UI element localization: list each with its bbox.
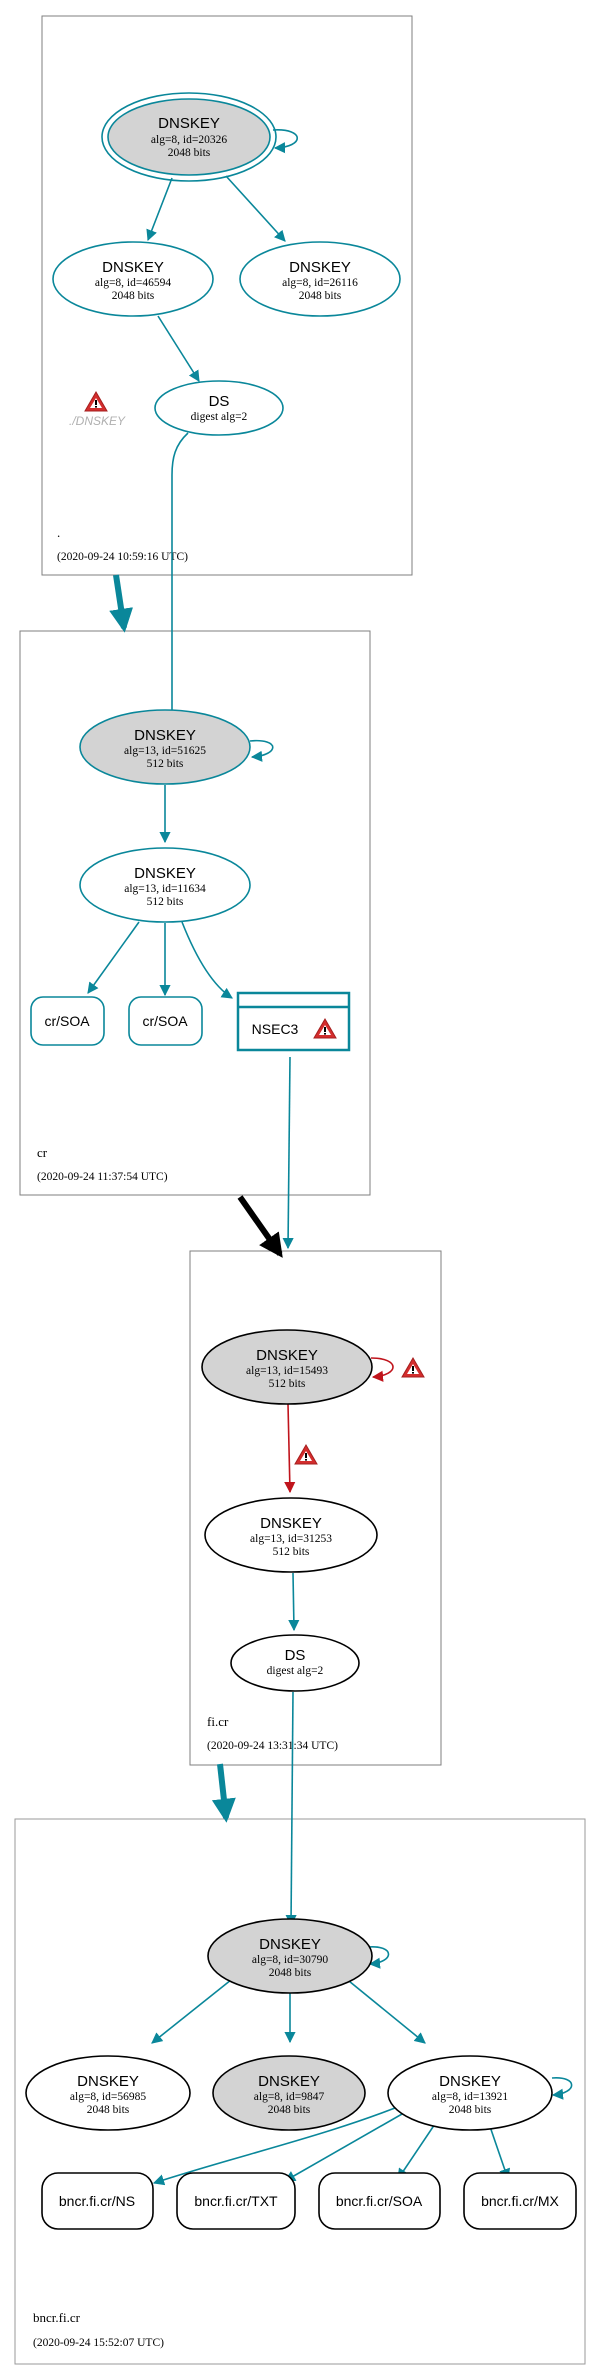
node-title: DNSKEY	[256, 1347, 318, 1364]
node-detail: 2048 bits	[449, 2104, 492, 2116]
node-detail: 2048 bits	[112, 290, 155, 302]
zone-timestamp: (2020-09-24 10:59:16 UTC)	[57, 551, 188, 563]
edge-root-ksk-zsk1	[146, 177, 173, 242]
zone-timestamp: (2020-09-24 13:31:34 UTC)	[207, 1740, 338, 1752]
node-detail: 512 bits	[147, 896, 184, 908]
node-bncr-zsk[interactable]: DNSKEY alg=8, id=13921 2048 bits	[387, 2055, 553, 2131]
node-detail: alg=8, id=30790	[252, 1954, 328, 1966]
node-bncr-k1[interactable]: DNSKEY alg=8, id=56985 2048 bits	[25, 2055, 191, 2131]
node-title: DNSKEY	[158, 115, 220, 132]
edge-bncr-zsk-ns	[152, 2101, 411, 2186]
node-root-ds[interactable]: DS digest alg=2	[154, 380, 284, 436]
node-title: DNSKEY	[439, 2073, 501, 2090]
node-detail: 512 bits	[147, 758, 184, 770]
zone-name: fi.cr	[207, 1714, 229, 1729]
node-detail: 2048 bits	[269, 1967, 312, 1979]
node-title: DS	[285, 1647, 306, 1664]
node-detail: alg=8, id=9847	[254, 2091, 325, 2103]
node-detail: 2048 bits	[168, 147, 211, 159]
node-fi-zsk[interactable]: DNSKEY alg=13, id=31253 512 bits	[204, 1497, 378, 1573]
node-cr-zsk[interactable]: DNSKEY alg=13, id=11634 512 bits	[79, 847, 251, 923]
zone-name: cr	[37, 1145, 48, 1160]
node-title: DNSKEY	[260, 1515, 322, 1532]
node-bncr-ksk[interactable]: DNSKEY alg=8, id=30790 2048 bits	[207, 1918, 373, 1994]
node-root-ksk[interactable]: DNSKEY alg=8, id=20326 2048 bits	[101, 92, 277, 182]
node-title: NSEC3	[252, 1021, 299, 1037]
edge-cr-zsk-nsec3	[181, 921, 233, 999]
node-title: bncr.fi.cr/MX	[481, 2193, 559, 2209]
node-detail: alg=13, id=31253	[250, 1533, 332, 1545]
node-cr-ksk[interactable]: DNSKEY alg=13, id=51625 512 bits	[79, 709, 251, 785]
edge-fi-zsk-ds	[288, 1572, 300, 1632]
node-detail: digest alg=2	[191, 411, 248, 423]
delegation-arrow-fi-bncr	[211, 1763, 236, 1823]
node-title: DNSKEY	[258, 2073, 320, 2090]
node-cr-soa1[interactable]: cr/SOA	[30, 996, 105, 1046]
node-title: DNSKEY	[77, 2073, 139, 2090]
node-detail: 2048 bits	[268, 2104, 311, 2116]
delegation-arrow-cr-fi	[237, 1195, 283, 1258]
self-loop-bncr-zsk	[551, 2077, 573, 2100]
node-bncr-soa[interactable]: bncr.fi.cr/SOA	[318, 2172, 441, 2230]
zone-name: bncr.fi.cr	[33, 2310, 81, 2325]
node-fi-ds[interactable]: DS digest alg=2	[230, 1634, 360, 1692]
node-bncr-k2[interactable]: DNSKEY alg=8, id=9847 2048 bits	[212, 2055, 366, 2131]
zone-name: .	[57, 525, 60, 540]
edge-root-ksk-zsk2	[225, 175, 286, 242]
node-detail: digest alg=2	[267, 1665, 324, 1677]
edge-cr-zsk-soa1	[87, 921, 140, 994]
root-dnskey-warning[interactable]: ./DNSKEY	[69, 391, 126, 428]
node-title: bncr.fi.cr/TXT	[194, 2193, 278, 2209]
edge-root-ds-cr-ksk	[166, 432, 189, 740]
node-detail: alg=8, id=20326	[151, 134, 227, 146]
node-detail: alg=13, id=11634	[124, 883, 206, 895]
node-detail: alg=8, id=13921	[432, 2091, 508, 2103]
node-detail: alg=8, id=56985	[70, 2091, 146, 2103]
node-title: DNSKEY	[289, 259, 351, 276]
self-loop-root-ksk	[272, 129, 299, 154]
node-detail: alg=13, id=51625	[124, 745, 206, 757]
zone-timestamp: (2020-09-24 11:37:54 UTC)	[37, 1171, 168, 1183]
node-detail: alg=8, id=26116	[282, 277, 358, 289]
node-detail: 2048 bits	[299, 290, 342, 302]
node-title: bncr.fi.cr/NS	[59, 2193, 135, 2209]
node-fi-ksk[interactable]: DNSKEY alg=13, id=15493 512 bits	[201, 1329, 373, 1405]
node-detail: 512 bits	[269, 1378, 306, 1390]
warning-label: ./DNSKEY	[69, 414, 126, 428]
node-title: cr/SOA	[44, 1013, 90, 1029]
edge-bncr-zsk-txt	[284, 2105, 417, 2182]
node-detail: 2048 bits	[87, 2104, 130, 2116]
node-cr-soa2[interactable]: cr/SOA	[128, 996, 203, 1046]
node-bncr-mx[interactable]: bncr.fi.cr/MX	[463, 2172, 577, 2230]
node-bncr-txt[interactable]: bncr.fi.cr/TXT	[176, 2172, 296, 2230]
zone-timestamp: (2020-09-24 15:52:07 UTC)	[33, 2337, 164, 2349]
edge-root-zsk1-ds	[157, 315, 200, 382]
node-detail: 512 bits	[273, 1546, 310, 1558]
node-bncr-ns[interactable]: bncr.fi.cr/NS	[41, 2172, 154, 2230]
node-root-zsk2[interactable]: DNSKEY alg=8, id=26116 2048 bits	[239, 241, 401, 317]
delegation-arrow-root-cr	[109, 574, 133, 633]
node-title: bncr.fi.cr/SOA	[336, 2193, 423, 2209]
node-cr-nsec3[interactable]: NSEC3	[236, 991, 351, 1052]
node-detail: alg=13, id=15493	[246, 1365, 328, 1377]
node-title: DNSKEY	[102, 259, 164, 276]
edge-nsec3-fi-cr	[282, 1056, 294, 1250]
node-root-zsk1[interactable]: DNSKEY alg=8, id=46594 2048 bits	[52, 241, 214, 317]
self-loop-cr-ksk	[249, 739, 274, 762]
node-title: DNSKEY	[134, 865, 196, 882]
node-title: DS	[209, 393, 230, 410]
node-title: DNSKEY	[259, 1936, 321, 1953]
node-title: DNSKEY	[134, 727, 196, 744]
node-detail: alg=8, id=46594	[95, 277, 171, 289]
edge-fi-ds-bncr-ksk	[285, 1691, 297, 1927]
self-loop-fi-ksk	[370, 1357, 394, 1382]
self-loop-bncr-ksk	[367, 1946, 390, 1969]
node-title: cr/SOA	[142, 1013, 188, 1029]
edge-fi-ksk-zsk-bogus	[284, 1403, 296, 1494]
